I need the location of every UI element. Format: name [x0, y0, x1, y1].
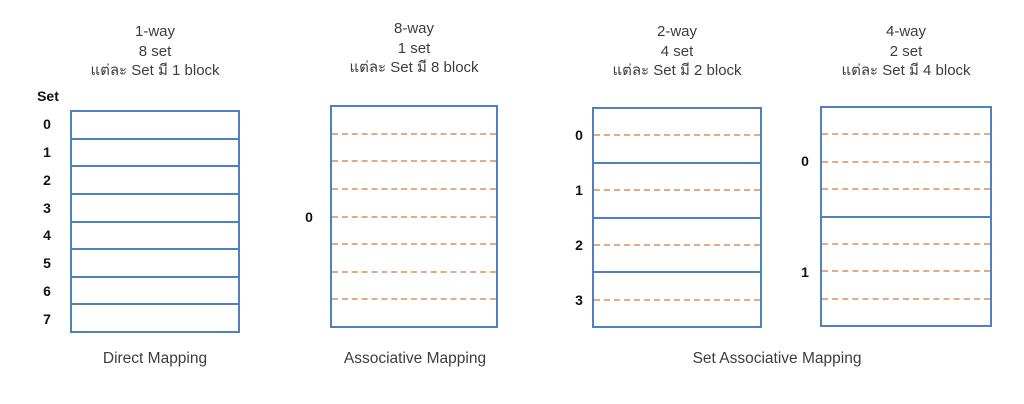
header-line-set: 8 set — [138, 42, 172, 60]
set-row — [594, 109, 760, 162]
set-associative-4way-header: 4-way 2 set แต่ละ Set มี 4 block — [806, 22, 1006, 81]
set-label: 1 — [43, 143, 51, 160]
header-line-set: 2 set — [889, 42, 923, 60]
block-cell — [594, 134, 760, 161]
direct-mapping-caption: Direct Mapping — [102, 350, 208, 367]
block-cell — [594, 189, 760, 216]
header-line-way: 8-way — [393, 20, 434, 37]
set-label: 2 — [575, 237, 583, 254]
set-label: 0 — [575, 126, 583, 143]
block-cell — [822, 160, 990, 188]
set-row — [72, 303, 238, 331]
set-associative-2way-box — [592, 107, 762, 328]
set-label: 6 — [43, 283, 51, 300]
set-row — [72, 165, 238, 193]
block-cell — [822, 108, 990, 133]
set-label: 0 — [43, 115, 51, 132]
header-line-way: 1-way — [134, 23, 175, 40]
set-row — [594, 271, 760, 326]
set-label: 7 — [43, 311, 51, 328]
set-row — [72, 137, 238, 166]
header-line-set: 1 set — [397, 39, 431, 57]
block-cell — [332, 270, 496, 299]
block-cell — [332, 243, 496, 271]
block-cell — [594, 219, 760, 244]
set-label: 1 — [801, 263, 809, 280]
set-row — [72, 275, 238, 304]
set-row — [594, 216, 760, 272]
set-row — [822, 108, 990, 216]
block-cell — [594, 298, 760, 326]
set-label: 5 — [43, 255, 51, 272]
block-cell — [332, 160, 496, 188]
block-cell — [822, 133, 990, 160]
header-line-blocks: แต่ละ Set มี 4 block — [841, 62, 971, 79]
block-cell — [594, 273, 760, 298]
block-cell — [822, 270, 990, 297]
set-associative-2way-header: 2-way 4 set แต่ละ Set มี 2 block — [577, 22, 777, 81]
block-cell — [822, 218, 990, 243]
header-line-blocks: แต่ละ Set มี 1 block — [90, 62, 220, 79]
associative-mapping-caption: Associative Mapping — [343, 350, 487, 367]
set-row — [72, 192, 238, 221]
set-associative-4way-box — [820, 106, 992, 327]
block-cell — [822, 188, 990, 215]
associative-mapping-box — [330, 105, 498, 328]
set-label: 3 — [575, 292, 583, 309]
set-label: 2 — [43, 171, 51, 188]
block-cell — [332, 298, 496, 326]
block-cell — [822, 242, 990, 270]
block-cell — [332, 187, 496, 216]
header-line-way: 2-way — [656, 23, 697, 40]
associative-mapping-set-labels: 0 — [296, 105, 322, 328]
set-axis-label: Set — [37, 88, 59, 104]
set-label: 1 — [575, 181, 583, 198]
block-cell — [332, 132, 496, 161]
header-line-blocks: แต่ละ Set มี 2 block — [612, 62, 742, 79]
block-cell — [822, 297, 990, 325]
set-label: 0 — [305, 208, 313, 225]
set-row — [332, 107, 496, 326]
set-row — [594, 161, 760, 217]
header-line-way: 4-way — [885, 23, 926, 40]
set-row — [822, 215, 990, 326]
block-cell — [594, 109, 760, 134]
set-row — [72, 112, 238, 138]
block-cell — [332, 107, 496, 133]
set-label: 4 — [43, 227, 51, 244]
block-cell — [594, 243, 760, 271]
direct-mapping-box — [70, 110, 240, 333]
set-associative-4way-set-labels: 0 1 — [792, 106, 818, 327]
set-associative-mapping-caption: Set Associative Mapping — [692, 350, 862, 367]
direct-mapping-set-labels: 0 1 2 3 4 5 6 7 — [34, 110, 60, 333]
block-cell — [332, 215, 496, 244]
set-label: 0 — [801, 153, 809, 170]
set-row — [72, 248, 238, 276]
block-cell — [594, 164, 760, 189]
set-associative-2way-set-labels: 0 1 2 3 — [566, 107, 592, 328]
set-row — [72, 220, 238, 249]
set-label: 3 — [43, 199, 51, 216]
header-line-blocks: แต่ละ Set มี 8 block — [349, 59, 479, 76]
header-line-set: 4 set — [660, 42, 694, 60]
direct-mapping-header: 1-way 8 set แต่ละ Set มี 1 block — [55, 22, 255, 81]
associative-mapping-header: 8-way 1 set แต่ละ Set มี 8 block — [314, 19, 514, 78]
